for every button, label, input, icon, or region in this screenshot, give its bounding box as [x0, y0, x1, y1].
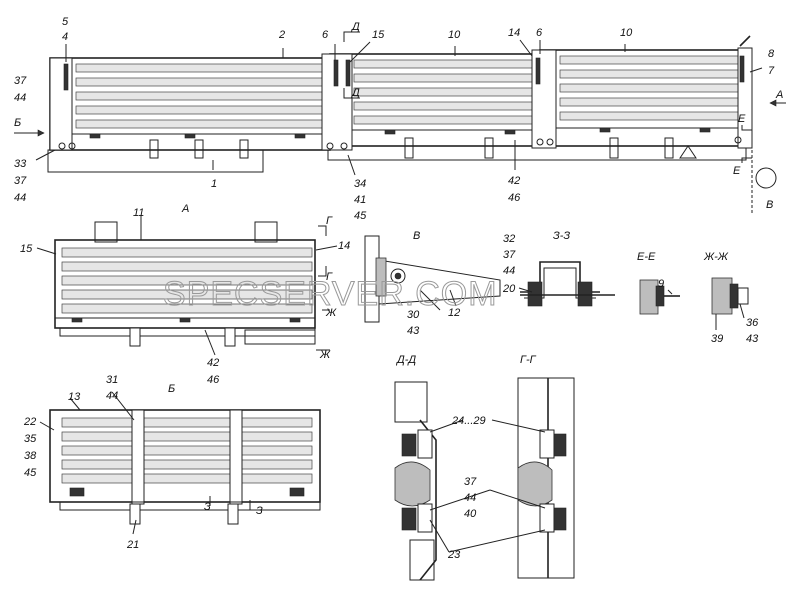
view-title-zz: З-З	[553, 230, 570, 242]
arrow-label-v: В	[766, 199, 773, 211]
callout-24-29: 24...29	[451, 415, 486, 427]
callout-34: 34	[354, 178, 366, 190]
arrow-label-d1: Д	[350, 21, 360, 33]
callout-42a: 42	[508, 175, 520, 187]
callout-46b: 46	[207, 374, 220, 386]
arrow-label-e2: Е	[733, 165, 741, 177]
callout-1: 1	[211, 178, 217, 190]
section-ee	[639, 279, 680, 315]
callout-32: 32	[503, 233, 515, 245]
section-zhzh	[711, 277, 749, 315]
callout-45b: 45	[24, 467, 37, 479]
arrow-label-zh1: Ж	[325, 307, 337, 319]
rear-light-detail	[751, 150, 777, 215]
callout-37a: 37	[14, 75, 27, 87]
callout-44e: 44	[464, 492, 476, 504]
callout-numbers: 5 4 2 6 15 10 14 6 10 8 7 37 44 33 37 44…	[14, 16, 775, 561]
callout-37c: 37	[503, 249, 516, 261]
view-v-bracket	[364, 235, 501, 323]
callout-43b: 43	[746, 333, 759, 345]
callout-44a: 44	[14, 92, 26, 104]
callout-42b: 42	[207, 357, 219, 369]
callout-13: 13	[68, 391, 81, 403]
arrow-label-g2: Г	[326, 271, 333, 283]
callout-11: 11	[133, 207, 144, 219]
arrow-label-d2: Д	[350, 87, 360, 99]
callout-8: 8	[768, 48, 775, 60]
arrow-label-z2: З	[256, 505, 263, 517]
callout-37d: 37	[464, 476, 477, 488]
callout-2: 2	[278, 29, 285, 41]
callout-10a: 10	[448, 29, 461, 41]
callout-15a: 15	[372, 29, 385, 41]
callout-33: 33	[14, 158, 27, 170]
callout-43a: 43	[407, 325, 420, 337]
callout-12: 12	[448, 307, 460, 319]
callout-36: 36	[746, 317, 759, 329]
view-title-zhzh: Ж-Ж	[703, 251, 729, 263]
main-side-view	[47, 35, 777, 215]
panel-posts	[49, 35, 753, 151]
callout-9: 9	[658, 278, 664, 290]
callout-7: 7	[768, 65, 775, 77]
section-dd	[394, 381, 437, 581]
arrow-label-a: А	[775, 89, 783, 101]
callout-44b: 44	[14, 192, 26, 204]
arrow-label-g1: Г	[326, 215, 333, 227]
callout-39: 39	[711, 333, 723, 345]
view-title-gg: Г-Г	[520, 354, 537, 366]
callout-6b: 6	[536, 27, 543, 39]
callout-23: 23	[447, 549, 461, 561]
watermark-text: SPECSERVER.COM	[163, 275, 498, 313]
view-title-ee: Е-Е	[637, 251, 656, 263]
callout-40: 40	[464, 508, 477, 520]
view-titles: А Б В З-З Е-Е Ж-Ж Д-Д Г-Г	[168, 203, 729, 395]
arrow-letters: А Б Д Д Е Е В Г Г Ж Ж З З	[14, 21, 783, 517]
section-zz	[520, 261, 615, 307]
callout-35: 35	[24, 433, 37, 445]
view-title-dd: Д-Д	[395, 354, 416, 366]
callout-5: 5	[62, 16, 69, 28]
view-title-a: А	[181, 203, 189, 215]
arrow-label-b: Б	[14, 117, 21, 129]
view-b-rear-panel	[49, 409, 321, 525]
hinge-brackets	[58, 127, 742, 150]
leader-lines	[35, 39, 763, 553]
callout-14b: 14	[338, 240, 350, 252]
callout-31: 31	[106, 374, 118, 386]
callout-15b: 15	[20, 243, 33, 255]
section-gg	[517, 377, 575, 579]
callout-10b: 10	[620, 27, 633, 39]
view-a-front-panel	[54, 221, 316, 347]
callout-20: 20	[502, 283, 516, 295]
callout-44c: 44	[503, 265, 515, 277]
callout-21: 21	[126, 539, 139, 551]
callout-6a: 6	[322, 29, 329, 41]
callout-37b: 37	[14, 175, 27, 187]
callout-38: 38	[24, 450, 37, 462]
callout-45a: 45	[354, 210, 367, 222]
view-title-v: В	[413, 230, 420, 242]
view-title-b: Б	[168, 383, 175, 395]
view-arrows	[14, 31, 786, 510]
arrow-label-zh2: Ж	[319, 349, 331, 361]
callout-22: 22	[23, 416, 36, 428]
callout-4: 4	[62, 31, 68, 43]
callout-30: 30	[407, 309, 420, 321]
frame-hangers	[149, 137, 697, 159]
callout-44d: 44	[106, 390, 118, 402]
callout-14a: 14	[508, 27, 520, 39]
side-panel-rear	[539, 49, 751, 147]
arrow-label-e1: Е	[738, 113, 746, 125]
callout-46a: 46	[508, 192, 521, 204]
callout-41: 41	[354, 194, 366, 206]
arrow-label-z1: З	[204, 501, 211, 513]
